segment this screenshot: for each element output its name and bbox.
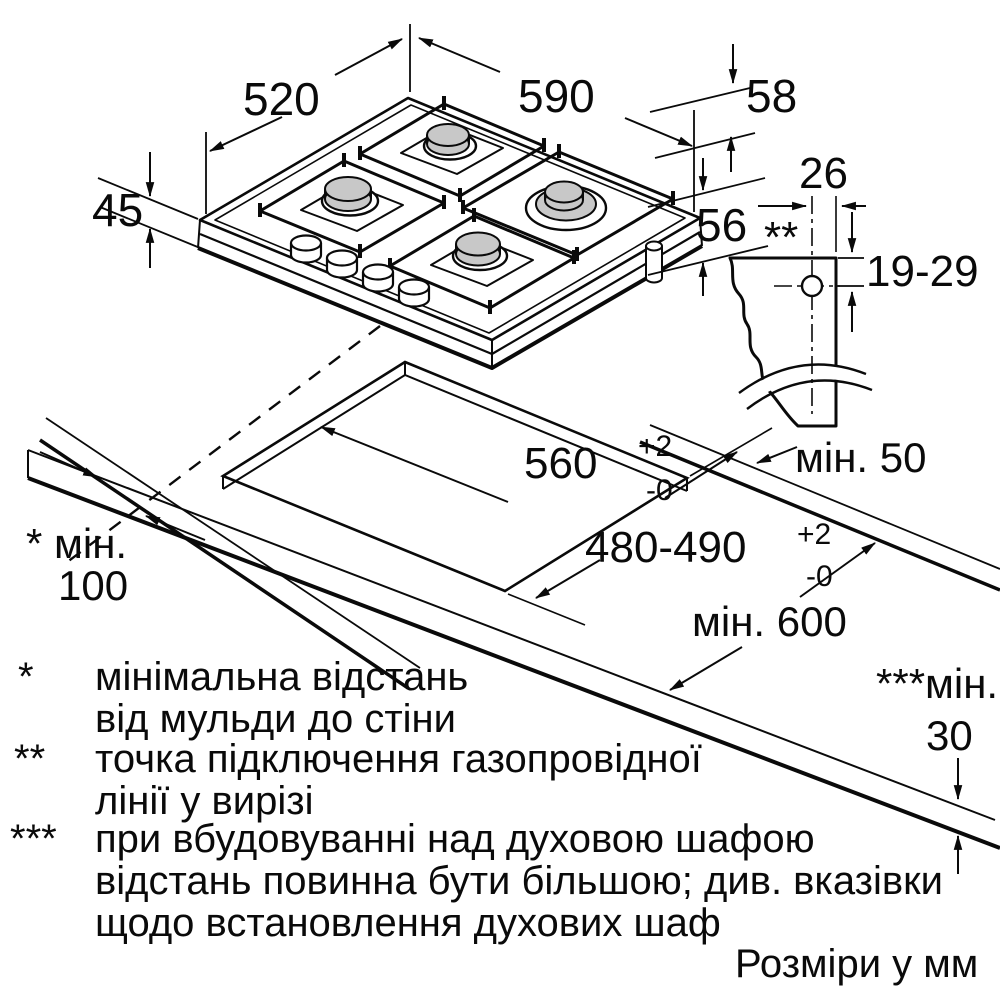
dim-590-arrow-a [418,37,501,73]
footnotes: * мінімальна відстань від мульди до стін… [10,655,943,945]
label-26: 26 [799,149,848,198]
worktop-section [728,256,838,428]
label-590: 590 [518,70,595,122]
dim-58-ext-top [649,87,751,113]
label-560-tol-plus: +2 [638,430,672,463]
side-wall-line-thick [39,438,409,690]
burner-left-cap [324,176,372,202]
dim-19-29-ticks [836,257,864,287]
dimension-labels: 520 590 58 45 56 26 ** 19-29 мін. 50 560… [26,70,998,986]
cutout-depth-ext-front [507,593,586,626]
cutout-depth-arrow-front [535,559,601,599]
min-600-arrow-up [799,542,876,598]
min-50-arrow [756,446,798,464]
label-min-100-prefix: * мін. [26,520,127,567]
worktop-front-edge-top [27,449,996,821]
label-min-30-prefix: ***мін. [876,660,998,707]
worktop-rear-edge [649,424,1000,570]
cutout-depth-arrow-rear [664,451,738,499]
dim-45-ext-top [97,177,199,220]
hob-corner-ticks [197,217,703,368]
knob-4 [397,278,431,296]
dim-590-arrow-b [624,117,693,147]
hob-drawing [197,96,704,370]
footnote-3-line-2: відстань повинна бути більшою; див. вказ… [95,859,943,903]
burner-rear-cap [426,123,470,147]
label-560-tol-minus: -0 [646,474,673,507]
units-note: Розміри у мм [735,942,978,986]
burner-front-cap [455,231,501,257]
worktop-dimensions [39,426,963,874]
grate-left-prongs [258,153,446,258]
worktop-drawing [27,325,1000,850]
label-480-490: 480-490 [585,523,746,572]
label-56: 56 [696,199,747,251]
gas-connection-point [800,274,824,298]
footnote-3-line-3: щодо встановлення духових шаф [95,901,721,945]
burner-wok-cap [544,180,584,204]
knob-2 [325,249,359,267]
label-gas-point-marker: ** [764,213,798,262]
dim-56-ext-bottom [647,245,769,276]
label-min-600: мін. 600 [692,598,847,645]
break-line-bottom [746,379,873,410]
label-min-100-value: 100 [58,562,128,609]
footnote-1-marker: * [18,655,34,699]
rear-wall-line [639,440,1000,592]
worktop-front-edge-bottom [27,476,1000,850]
grate-rear-well [400,125,504,175]
label-480-tol-plus: +2 [797,518,831,551]
grate-front-well [430,237,534,287]
label-480-tol-minus: -0 [806,560,833,593]
burner-grates [258,96,675,314]
footnote-3-marker: *** [10,817,57,861]
dim-520-arrow-b [209,116,283,152]
grate-wok-prongs [461,144,675,261]
hob-glass-top [198,96,702,342]
min-600-arrow-down [669,646,743,691]
min-100-arrow-right [39,451,98,478]
footnote-3-line-1: при вбудовуванні над духовою шафою [95,817,815,861]
dim-520-arrow-a [334,38,403,76]
label-560: 560 [524,439,597,488]
label-min-30-value: 30 [926,712,973,759]
projection-dashed-line [61,325,381,567]
cutout-depth-ext-rear [689,427,773,477]
footnote-2-marker: ** [14,737,45,781]
footnote-1-line-1: мінімальна відстань [95,655,468,699]
footnote-2-line-1: точка підключення газопровідної [95,737,702,781]
label-520: 520 [243,73,320,125]
break-gap [738,365,873,406]
label-45: 45 [92,184,143,236]
knob-1 [289,234,323,252]
label-min-50: мін. 50 [795,434,926,481]
side-wall-line-thin [45,417,421,669]
hob-glass-inner-line [214,104,686,334]
hob-dimensions [97,24,769,296]
footnote-2-line-2: лінії у вирізі [95,779,314,823]
knob-3 [361,263,395,281]
cutout-outline [220,360,690,593]
break-line-top [738,363,867,394]
label-58: 58 [746,70,797,122]
label-19-29: 19-29 [866,247,979,296]
dim-58-ext-bottom [654,132,756,159]
gas-connection-detail [728,196,873,428]
min-100-arrow-left [145,515,206,541]
footnote-1-line-2: від мульди до стіни [95,697,456,741]
control-knobs [289,234,431,308]
gas-pipe-top [645,240,663,252]
dim-56-ext-top [647,177,766,208]
grate-front-prongs [388,208,576,314]
burners [320,123,608,272]
grate-left-well [300,182,404,232]
grate-rear-prongs [358,96,546,202]
cutout-width-arrow [320,426,509,503]
